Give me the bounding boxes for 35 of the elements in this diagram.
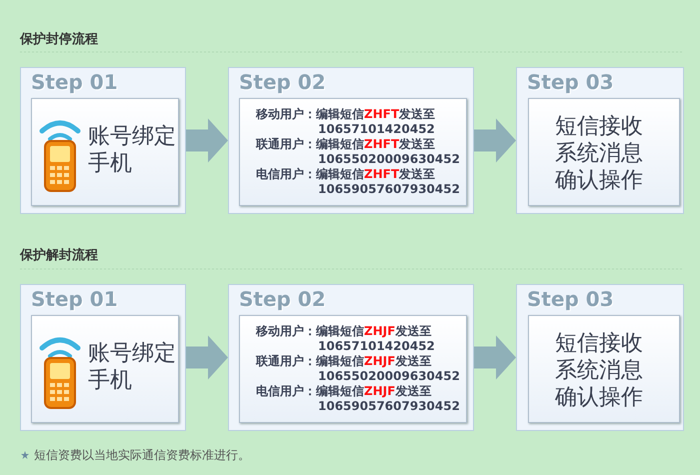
- content-box: [239, 98, 467, 206]
- content-box: [31, 315, 179, 423]
- step-panel: [228, 67, 474, 214]
- step-text: 账号绑定手机: [88, 123, 177, 177]
- step-panel: [228, 284, 474, 431]
- content-box: [239, 315, 467, 423]
- instruction-text: 联通用户：编辑短信ZHFT发送至10655020009630452: [256, 137, 461, 167]
- step-panel: [20, 284, 186, 431]
- step-text: 短信接收系统消息确认操作: [554, 330, 644, 411]
- content-box: [528, 315, 680, 423]
- instruction-text: 电信用户：编辑短信ZHFT发送至10659057607930452: [256, 167, 461, 197]
- content-box: [528, 98, 680, 206]
- step-panel: [516, 67, 684, 214]
- step-heading: Step 03: [527, 70, 614, 94]
- section-title: 保护解封流程: [20, 246, 98, 264]
- instruction-text: 移动用户：编辑短信ZHJF发送至10657101420452: [256, 324, 436, 354]
- step-text: 短信接收系统消息确认操作: [554, 113, 644, 194]
- instruction-text: 电信用户：编辑短信ZHJF发送至10659057607930452: [256, 384, 461, 414]
- footnote: 短信资费以当地实际通信资费标准进行。: [34, 447, 250, 464]
- step-heading: Step 01: [31, 70, 118, 94]
- step-heading: Step 01: [31, 287, 118, 311]
- content-box: [31, 98, 179, 206]
- arrow: [186, 336, 228, 380]
- step-text: 账号绑定手机: [88, 340, 177, 394]
- instruction-text: 联通用户：编辑短信ZHJF发送至10655020009630452: [256, 354, 461, 384]
- step-heading: Step 02: [239, 70, 326, 94]
- step-heading: Step 02: [239, 287, 326, 311]
- step-panel: [20, 67, 186, 214]
- arrow: [186, 118, 228, 162]
- arrow: [474, 336, 516, 380]
- arrow: [474, 118, 516, 162]
- step-panel: [516, 284, 684, 431]
- section-title: 保护封停流程: [20, 30, 98, 48]
- step-heading: Step 03: [527, 287, 614, 311]
- instruction-text: 移动用户：编辑短信ZHFT发送至10657101420452: [256, 107, 436, 137]
